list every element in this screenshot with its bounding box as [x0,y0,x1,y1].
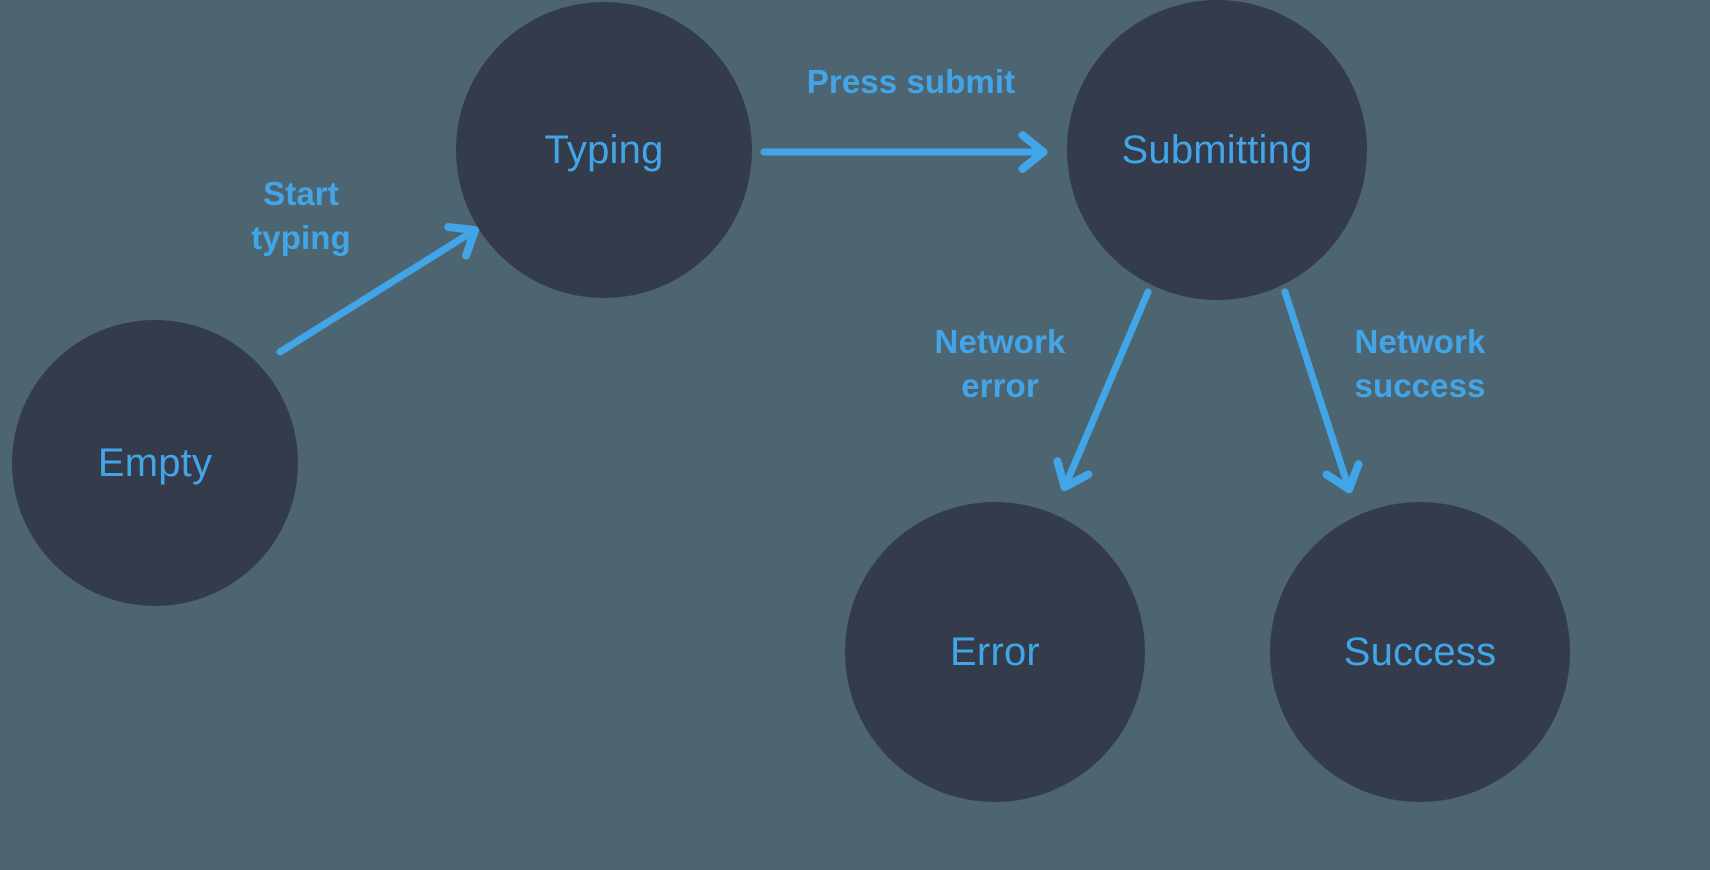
state-node-error[interactable]: Error [845,502,1145,802]
transition-label-start-typing: Start typing [251,175,351,256]
transition-arrow-network-success [1281,288,1363,494]
state-node-success[interactable]: Success [1270,502,1570,802]
state-label-typing: Typing [544,128,664,172]
state-node-submitting[interactable]: Submitting [1067,0,1367,300]
state-label-submitting: Submitting [1121,128,1313,172]
state-label-empty: Empty [97,441,213,485]
transition-label-press-submit: Press submit [806,63,1016,100]
state-label-error: Error [950,630,1040,674]
state-node-empty[interactable]: Empty [12,320,298,606]
state-node-typing[interactable]: Typing [456,2,752,298]
transition-label-network-success: Network success [1354,323,1486,404]
transition-label-network-error: Network error [934,323,1066,404]
state-label-success: Success [1343,630,1497,674]
transition-arrow-network-error [1053,288,1152,492]
transition-arrow-start-typing [276,223,479,356]
